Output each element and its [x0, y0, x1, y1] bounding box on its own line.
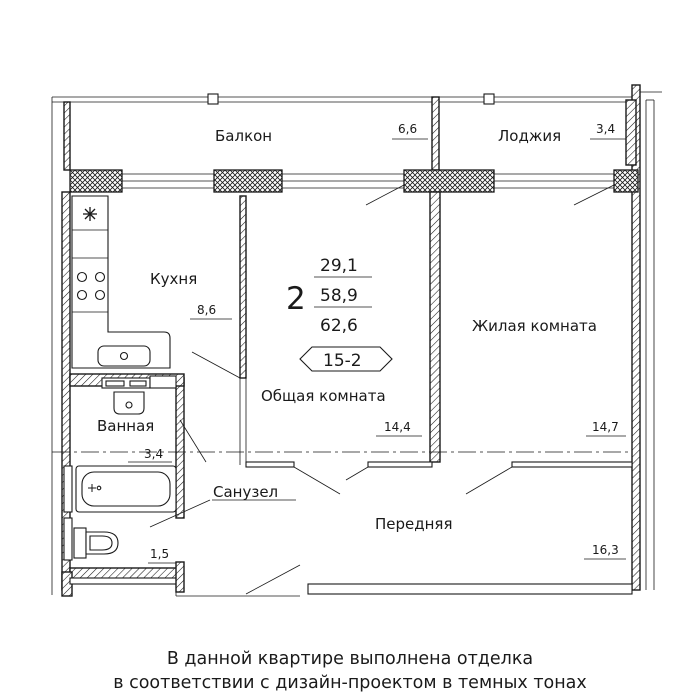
apartment-type-label: 15-2	[323, 351, 362, 371]
window	[282, 173, 404, 189]
bathtub	[63, 465, 177, 513]
balcony-railing	[51, 93, 632, 595]
caption-line-1: В данной квартире выполнена отделка	[166, 649, 534, 669]
area-underlines	[128, 138, 626, 564]
total-area: 58,9	[320, 286, 358, 306]
door-swing-lines	[149, 351, 513, 595]
room-area-common-room: 14,4	[384, 420, 411, 434]
rooms-count: 2	[286, 281, 306, 317]
kitchen-counter	[71, 195, 171, 369]
toilet	[73, 527, 119, 559]
interior-walls	[61, 191, 633, 597]
living-area: 29,1	[320, 256, 358, 276]
washbasin	[113, 391, 145, 415]
room-area-hallway: 16,3	[592, 543, 619, 557]
room-area-living-room: 14,7	[592, 420, 619, 434]
room-area-bathroom: 3,4	[144, 447, 163, 461]
room-name-bathroom: Ванная	[97, 417, 154, 435]
fridge-snowflake-icon	[83, 207, 97, 221]
balcony-separator-wall	[431, 96, 440, 171]
facade-wall	[69, 169, 639, 206]
washing-machine	[101, 375, 177, 389]
right-exterior-wall	[625, 84, 662, 591]
window	[494, 173, 614, 189]
room-name-common-room: Общая комната	[261, 387, 386, 405]
room-name-toilet: Санузел	[213, 483, 278, 501]
door-swing-line	[365, 184, 405, 206]
apartment-type-badge	[299, 346, 393, 372]
room-area-loggia: 3,4	[596, 122, 615, 136]
caption-line-2: в соответствии с дизайн-проектом в темны…	[113, 673, 587, 693]
room-area-balcony: 6,6	[398, 122, 417, 136]
door-swing-line	[573, 184, 615, 206]
window	[122, 173, 214, 189]
room-name-living-room: Жилая комната	[472, 317, 597, 335]
toilet-cabinet	[63, 517, 73, 561]
room-area-toilet: 1,5	[150, 547, 169, 561]
room-name-balcony: Балкон	[215, 127, 272, 145]
stove-icon	[76, 271, 106, 301]
floor-plan: Балкон 6,6 Лоджия 3,4 Кухня 8,6 2 29,1 5…	[51, 84, 662, 597]
room-name-loggia: Лоджия	[498, 127, 561, 145]
total-area-with-outdoor: 62,6	[320, 316, 358, 336]
apartment-summary	[299, 276, 393, 372]
room-name-kitchen: Кухня	[150, 270, 197, 288]
room-name-hallway: Передняя	[375, 515, 452, 533]
room-area-kitchen: 8,6	[197, 303, 216, 317]
